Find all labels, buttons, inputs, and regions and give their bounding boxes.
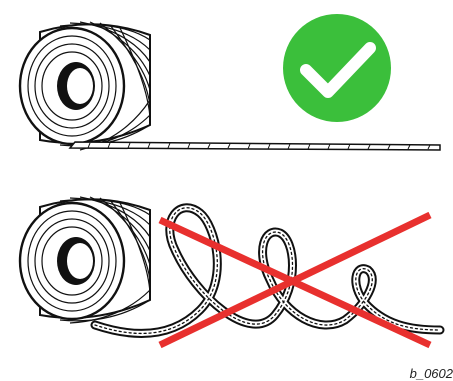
incorrect-example	[0, 185, 453, 381]
roll-straight-tape-illustration	[0, 0, 453, 185]
tape-roll	[20, 197, 150, 323]
roll-looped-tape-illustration	[0, 185, 453, 381]
tape-roll	[20, 22, 150, 150]
straight-tape	[70, 142, 440, 150]
figure-id: b_0602	[410, 366, 453, 381]
correct-example	[0, 0, 453, 185]
cross-icon	[160, 215, 430, 345]
check-icon	[283, 14, 391, 122]
